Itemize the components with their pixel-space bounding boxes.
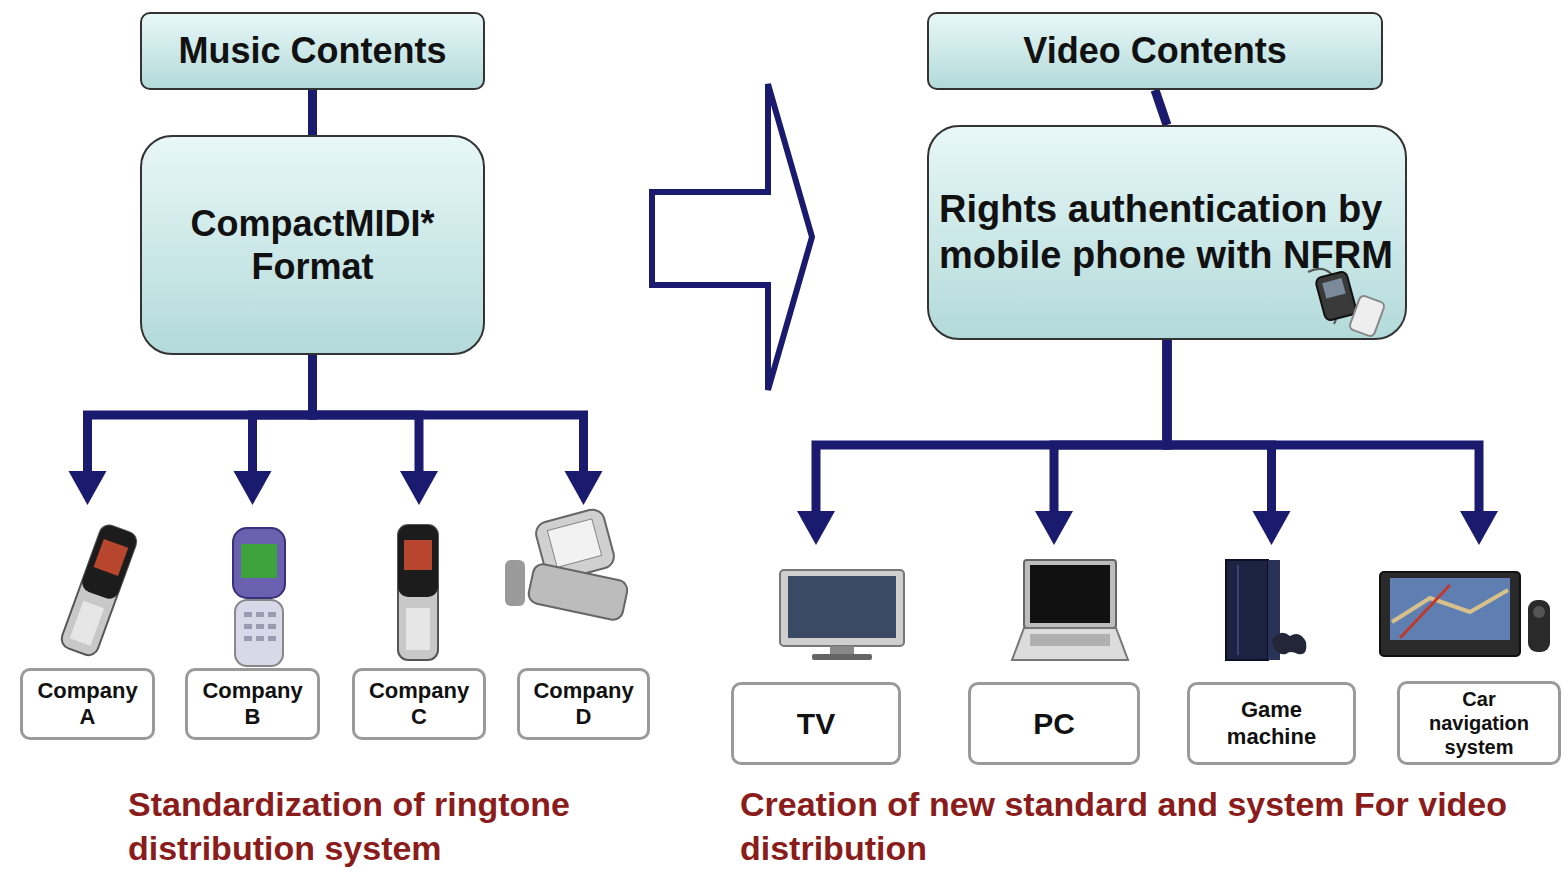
connector-line bbox=[1167, 340, 1272, 511]
game-console-illustration bbox=[1226, 560, 1306, 660]
node-text: Music Contents bbox=[152, 29, 473, 72]
connector-line bbox=[308, 90, 317, 135]
caption-note: Creation of new standard and system For … bbox=[740, 782, 1530, 870]
company-device: Company D bbox=[517, 505, 650, 740]
connector-line bbox=[313, 355, 584, 471]
connector bbox=[234, 355, 313, 505]
label-box: Car navigation system bbox=[1397, 681, 1561, 765]
arrow-head bbox=[1460, 511, 1498, 545]
arrow-head bbox=[1035, 511, 1073, 545]
connector bbox=[313, 355, 603, 505]
company-device: Company B bbox=[185, 505, 320, 740]
connector bbox=[1035, 340, 1167, 545]
node-text: Company A bbox=[35, 678, 140, 731]
device-node: PC bbox=[968, 545, 1140, 765]
label-box: Game machine bbox=[1187, 682, 1356, 765]
connector-line bbox=[1155, 90, 1167, 125]
connector bbox=[313, 355, 439, 505]
phone-illustration bbox=[505, 507, 629, 622]
connector-line bbox=[1054, 340, 1167, 511]
phone-illustration bbox=[1300, 264, 1390, 338]
node-text: Rights authentication by mobile phone wi… bbox=[939, 187, 1395, 278]
content-box: Music Contents bbox=[140, 12, 485, 90]
connector-line bbox=[816, 340, 1167, 511]
connector bbox=[797, 340, 1167, 545]
arrow-head bbox=[565, 471, 603, 505]
label-box: Company B bbox=[185, 668, 320, 740]
node-text: TV bbox=[746, 706, 886, 742]
phone-illustration bbox=[398, 525, 438, 660]
arrow-head bbox=[400, 471, 438, 505]
label-box: PC bbox=[968, 682, 1140, 765]
connector-line bbox=[253, 355, 313, 471]
car-navigation-illustration bbox=[1380, 572, 1550, 656]
node-text: PC bbox=[983, 706, 1125, 742]
format-box: CompactMIDI* Format bbox=[140, 135, 485, 355]
device-node: Game machine bbox=[1187, 545, 1356, 765]
tv-illustration bbox=[780, 570, 904, 660]
node-text: CompactMIDI* Format bbox=[152, 202, 473, 288]
transition-arrow bbox=[652, 84, 812, 390]
content-box: Video Contents bbox=[927, 12, 1383, 90]
arrow-head bbox=[234, 471, 272, 505]
company-device: Company A bbox=[20, 505, 155, 740]
connector bbox=[1155, 90, 1167, 125]
arrow-head bbox=[797, 511, 835, 545]
connector bbox=[69, 355, 313, 505]
label-box: TV bbox=[731, 682, 901, 765]
connector-line bbox=[1167, 340, 1479, 511]
device-node: Car navigation system bbox=[1397, 545, 1561, 765]
connector bbox=[1167, 340, 1498, 545]
node-text: Car navigation system bbox=[1412, 687, 1546, 759]
node-text: Company B bbox=[200, 678, 305, 731]
label-box: Company A bbox=[20, 668, 155, 740]
node-text: Game machine bbox=[1202, 697, 1341, 750]
device-node: TV bbox=[731, 545, 901, 765]
node-text: Company C bbox=[367, 678, 471, 731]
node-text: Company D bbox=[532, 678, 635, 731]
connector bbox=[312, 90, 313, 135]
laptop-illustration bbox=[1012, 560, 1128, 660]
label-box: Company D bbox=[517, 668, 650, 740]
connector-line bbox=[88, 355, 313, 471]
company-device: Company C bbox=[352, 505, 486, 740]
phone-illustration bbox=[233, 528, 285, 666]
phone-illustration bbox=[59, 523, 139, 658]
arrow-head bbox=[1253, 511, 1291, 545]
arrow-head bbox=[69, 471, 107, 505]
caption-note: Standardization of ringtone distribution… bbox=[128, 782, 618, 870]
label-box: Company C bbox=[352, 668, 486, 740]
node-text: Video Contents bbox=[939, 29, 1371, 72]
